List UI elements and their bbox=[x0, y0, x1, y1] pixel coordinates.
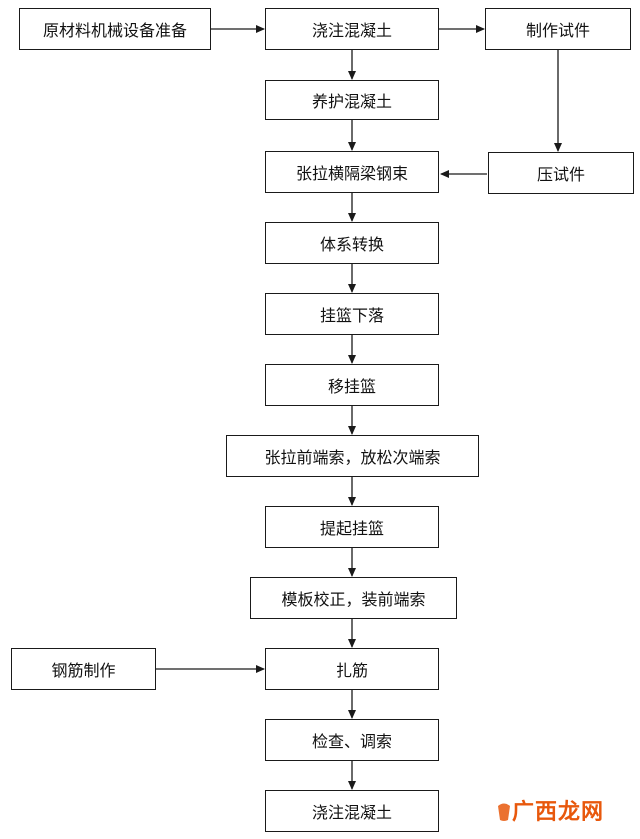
node-pour-concrete-2: 浇注混凝土 bbox=[265, 790, 439, 832]
node-rebar-fabrication: 钢筋制作 bbox=[11, 648, 156, 690]
node-system-conversion: 体系转换 bbox=[265, 222, 439, 264]
node-move-basket: 移挂篮 bbox=[265, 364, 439, 406]
node-pour-concrete-1: 浇注混凝土 bbox=[265, 8, 439, 50]
watermark-logo-icon bbox=[498, 803, 510, 821]
node-raw-materials: 原材料机械设备准备 bbox=[19, 8, 211, 50]
node-lift-basket: 提起挂篮 bbox=[265, 506, 439, 548]
node-basket-lowering: 挂篮下落 bbox=[265, 293, 439, 335]
node-formwork-correction: 模板校正，装前端索 bbox=[250, 577, 457, 619]
node-tension-front-cable: 张拉前端索，放松次端索 bbox=[226, 435, 479, 477]
node-tie-rebar: 扎筋 bbox=[265, 648, 439, 690]
watermark-text: 广西龙网 bbox=[512, 800, 605, 825]
node-curing: 养护混凝土 bbox=[265, 80, 439, 120]
node-make-specimen: 制作试件 bbox=[485, 8, 631, 50]
node-tension-cross-beam: 张拉横隔梁钢束 bbox=[265, 151, 439, 193]
node-press-specimen: 压试件 bbox=[488, 152, 634, 194]
node-inspect-adjust: 检查、调索 bbox=[265, 719, 439, 761]
